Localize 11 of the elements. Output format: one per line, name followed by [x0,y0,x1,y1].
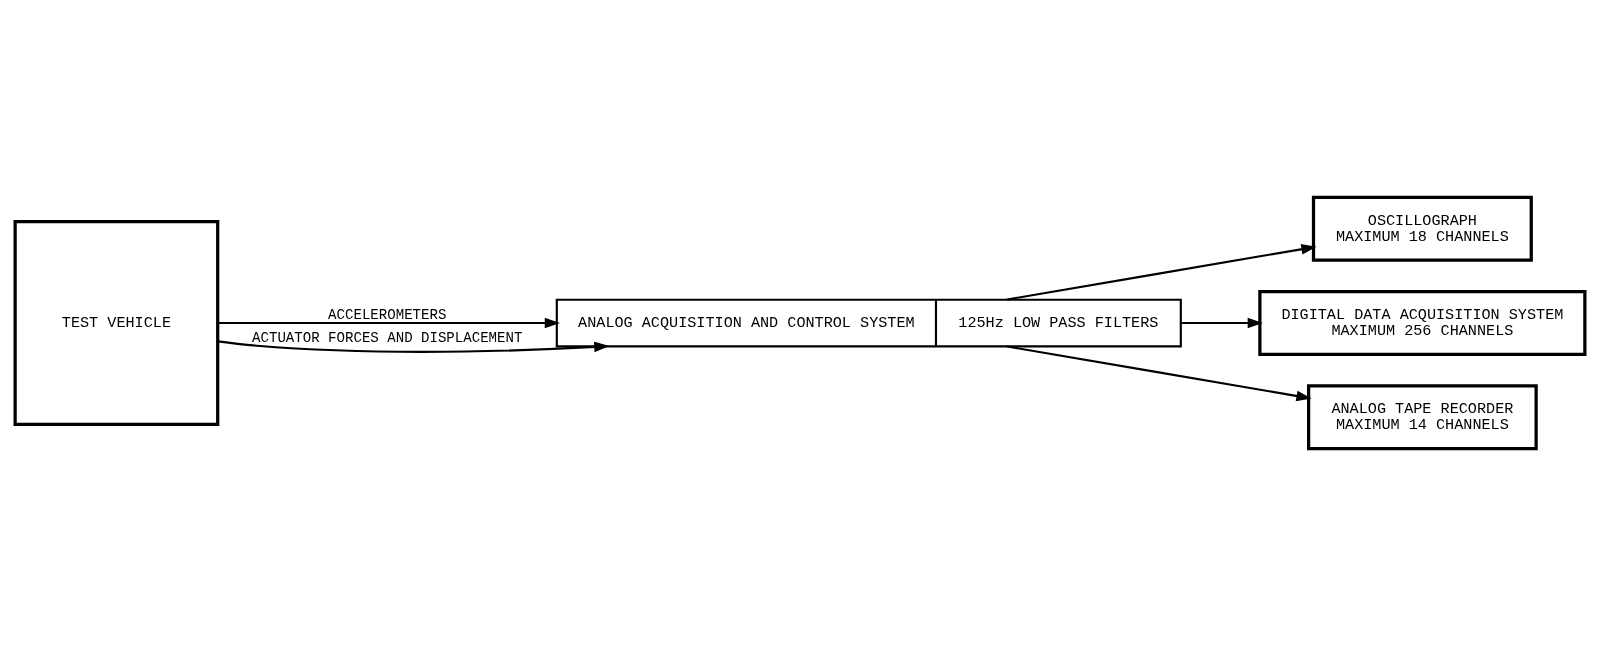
node-box: ANALOG TAPE RECORDER MAXIMUM 14 CHANNELS [1307,384,1538,451]
node-box: OSCILLOGRAPH MAXIMUM 18 CHANNELS [1311,195,1533,262]
edge-label: ACTUATOR FORCES AND DISPLACEMENT [252,329,523,346]
edge-label: ACCELEROMETERS [328,307,447,324]
arrow [1181,317,1263,329]
arrow [217,340,610,353]
arrow [1006,345,1312,402]
node-box: DIGITAL DATA ACQUISITION SYSTEM MAXIMUM 256 CHANNELS [1258,289,1587,357]
node-box: TEST VEHICLE [13,220,220,426]
arrow [1006,243,1317,301]
arrow [217,317,560,329]
